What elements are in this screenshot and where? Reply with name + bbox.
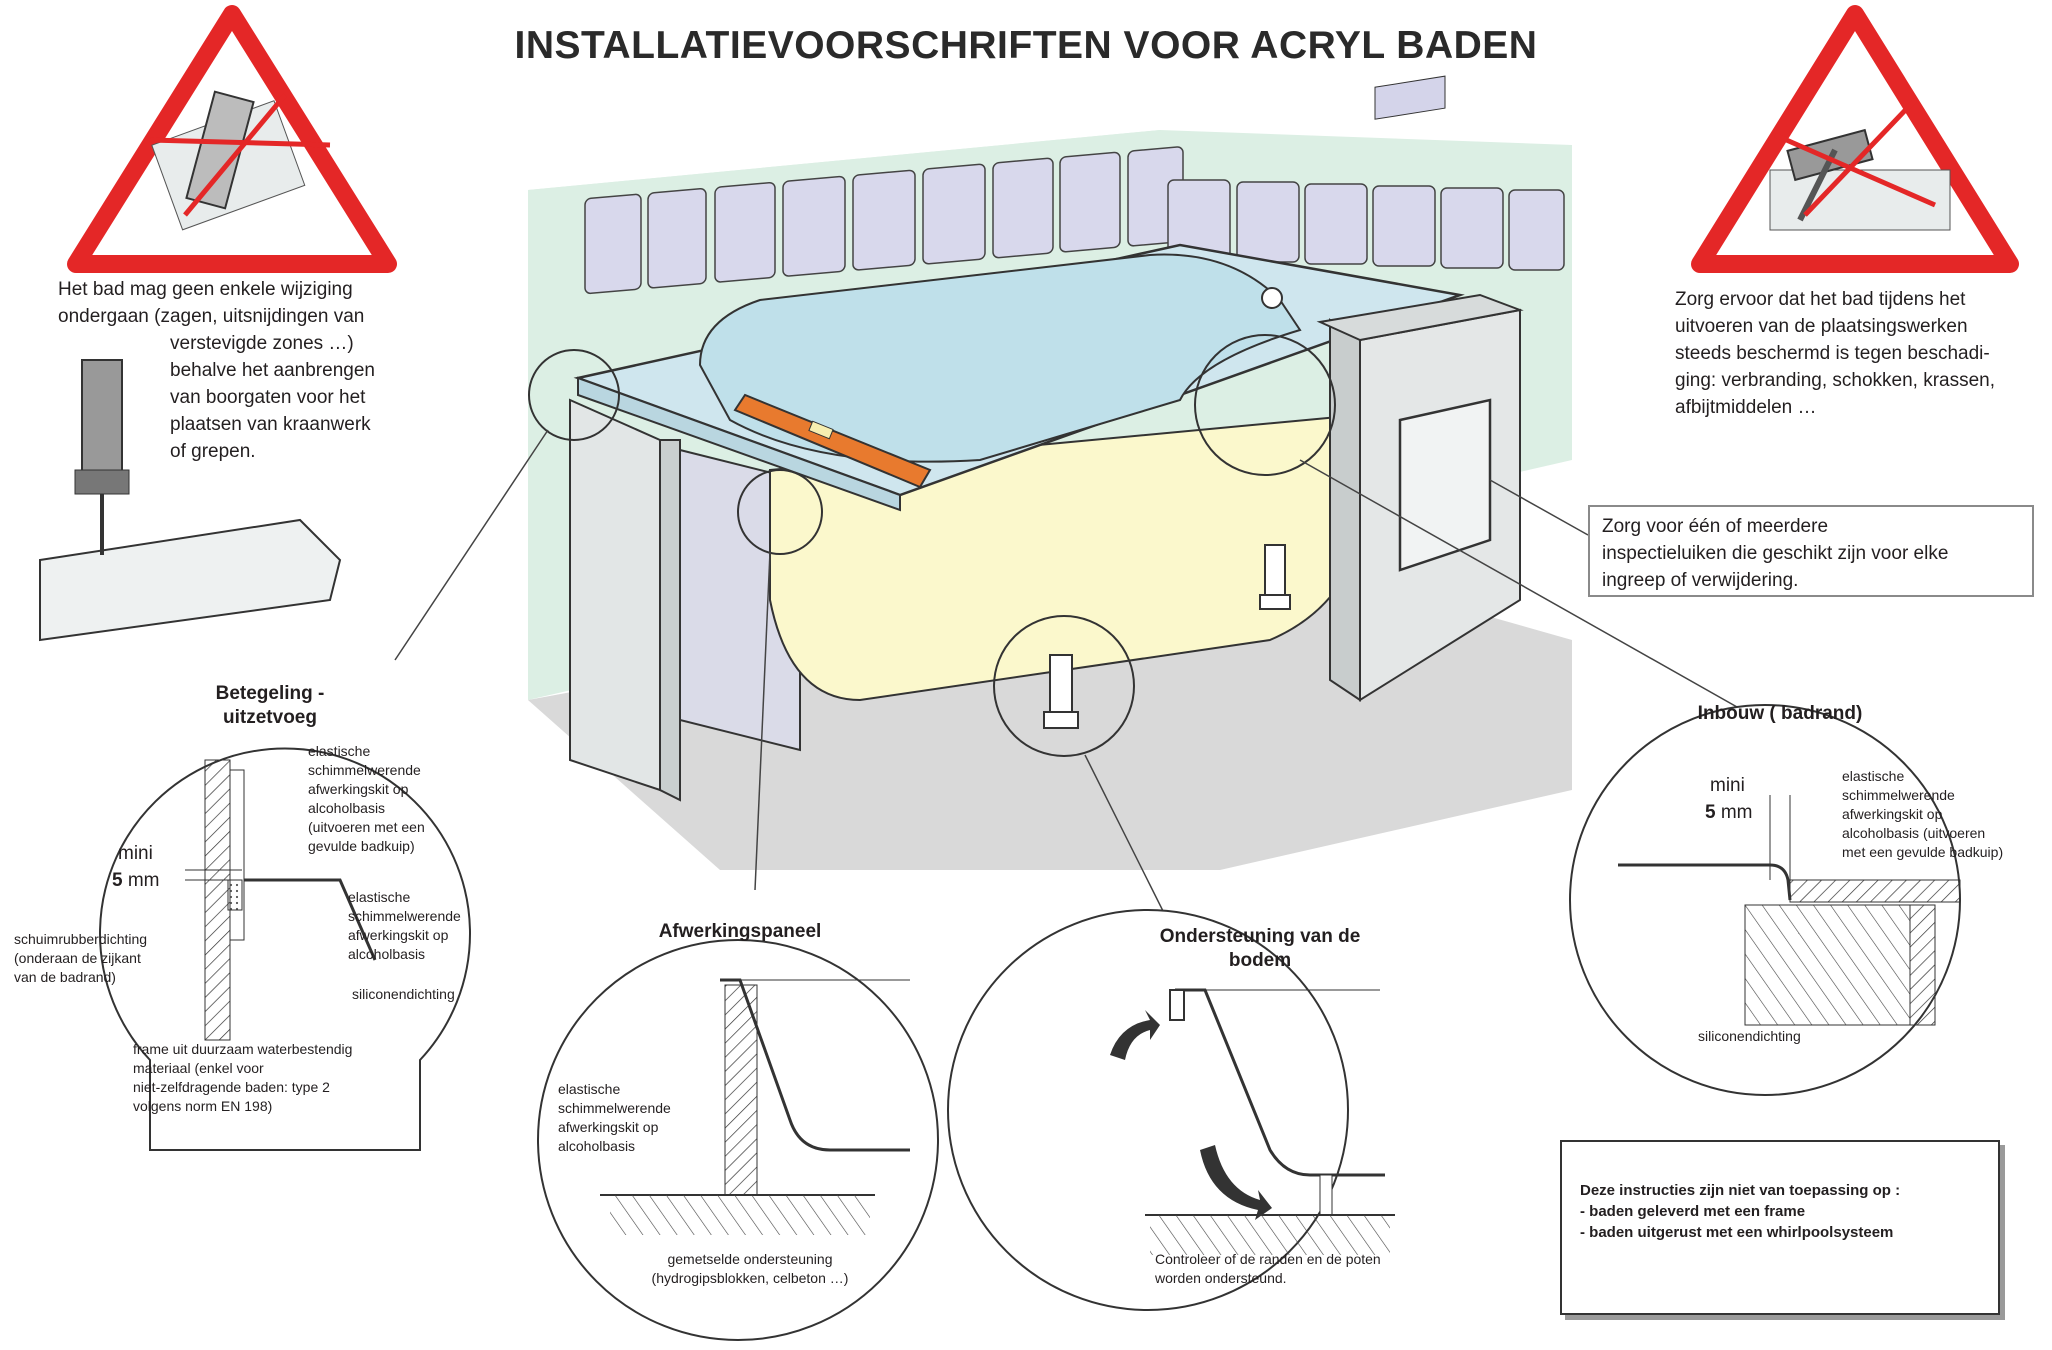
tiling-sealant-line: (uitvoeren met een <box>308 819 425 835</box>
bath-feet <box>1043 544 1291 729</box>
built-in-silicone-label: siliconendichting <box>1698 1028 1801 1044</box>
inspection-line: Zorg voor één of meerdere <box>1602 516 1829 537</box>
tiling-frame-label: frame uit duurzaam waterbestendig materi… <box>133 1040 413 1116</box>
exclusions-line: - baden geleverd met een frame <box>1580 1203 1806 1220</box>
warning-left-line: van boorgaten voor het <box>170 387 366 408</box>
leader-lines <box>394 429 1761 926</box>
exclusions-line: - baden uitgerust met een whirlpoolsyste… <box>1580 1224 1894 1241</box>
tiling-frame-line: niet-zelfdragende baden: type 2 <box>133 1079 330 1095</box>
floor-check-line: worden ondersteund. <box>1155 1270 1287 1286</box>
tiling-sealant-top: elastische schimmelwerende afwerkingskit… <box>308 742 458 856</box>
built-in-sealant-line: met een gevulde badkuip) <box>1842 844 2004 860</box>
warning-left-line: plaatsen van kraanwerk <box>170 414 371 435</box>
left-support-wall <box>569 398 661 792</box>
tiling-frame-line: frame uit duurzaam waterbestendig <box>133 1041 353 1057</box>
tiling-sealant-line: afwerkingskit op <box>348 927 449 943</box>
tiling-sealant-line: alcoholbasis <box>348 946 426 962</box>
inspection-line: ingreep of verwijdering. <box>1602 570 1799 591</box>
warning-right-line: ging: verbranding, schokken, krassen, <box>1675 370 1996 391</box>
detail-markers <box>528 334 1336 757</box>
tiling-foam-line: schuimrubberdichting <box>14 931 148 947</box>
floor-heading-line: Ondersteuning van de <box>1159 926 1361 947</box>
built-in-sealant-line: afwerkingskit op <box>1842 806 1943 822</box>
tiling-frame-line: volgens norm EN 198) <box>133 1098 273 1114</box>
detail-tiling <box>99 747 471 1151</box>
tiling-sealant-line: gevulde badkuip) <box>308 838 415 854</box>
tiling-foam-line: (onderaan de zijkant <box>14 950 141 966</box>
panel-support-label: gemetselde ondersteuning (hydrogipsblokk… <box>620 1250 880 1288</box>
tiling-heading-line: uitzetvoeg <box>223 707 317 728</box>
tiling-sealant-mid: elastische schimmelwerende afwerkingskit… <box>348 888 488 964</box>
panel-sealant-line: elastische <box>558 1081 621 1097</box>
tiling-gap-value: 5 <box>112 870 123 891</box>
warning-left-line: verstevigde zones …) <box>170 333 354 354</box>
panel-heading: Afwerkingspaneel <box>658 921 822 942</box>
warning-right-line: steeds beschermd is tegen beschadi- <box>1675 343 1990 364</box>
warning-right-line: afbijtmiddelen … <box>1675 397 1817 418</box>
spirit-level <box>733 393 932 489</box>
built-in-sealant-label: elastische schimmelwerende afwerkingskit… <box>1842 767 2042 862</box>
exclusions-note: Deze instructies zijn niet van toepassin… <box>1560 1140 2000 1315</box>
inspection-line: inspectieluiken die geschikt zijn voor e… <box>1602 543 1949 564</box>
detail-panel <box>537 939 939 1341</box>
warning-left-line: ondergaan (zagen, uitsnijdingen van <box>58 306 365 327</box>
warning-right-line: uitvoeren van de plaatsingswerken <box>1675 316 1968 337</box>
bath-drain <box>1261 287 1283 309</box>
tiling-heading-line: Betegeling - <box>215 683 325 704</box>
tiling-mini-label: mini <box>118 843 153 864</box>
tiling-sealant-line: alcoholbasis <box>308 800 386 816</box>
built-in-gap-value: 5 <box>1705 802 1716 823</box>
exclusions-line: Deze instructies zijn niet van toepassin… <box>1580 1182 1901 1199</box>
warning-left-line: behalve het aanbrengen <box>170 360 375 381</box>
built-in-sealant-line: elastische <box>1842 768 1905 784</box>
inspection-hatch-note: Zorg voor één of meerdere inspectieluike… <box>1588 505 2034 597</box>
tiling-sealant-line: elastische <box>308 743 371 759</box>
built-in-heading: Inbouw ( badrand) <box>1697 703 1863 724</box>
floor-heading-line: bodem <box>1228 950 1292 971</box>
built-in-sealant-line: schimmelwerende <box>1842 787 1955 803</box>
drill-icon <box>39 359 342 642</box>
wall-tiles <box>584 146 1565 295</box>
page-title: INSTALLATIEVOORSCHRIFTEN VOOR ACRYL BADE… <box>514 24 1538 67</box>
no-sawing-warning-icon <box>67 5 397 273</box>
tiling-sealant-line: elastische <box>348 889 411 905</box>
panel-sealant-line: alcoholbasis <box>558 1138 636 1154</box>
panel-support-line: gemetselde ondersteuning <box>667 1251 833 1267</box>
tiling-silicone-label: siliconendichting <box>352 986 455 1002</box>
tiling-sealant-line: afwerkingskit op <box>308 781 409 797</box>
warning-left-text: Het bad mag geen enkele wijziging onderg… <box>58 276 408 465</box>
floor-heading: Ondersteuning van de bodem <box>1150 925 1370 973</box>
built-in-sealant-line: alcoholbasis (uitvoeren <box>1842 825 1986 841</box>
tiling-sealant-line: schimmelwerende <box>348 908 461 924</box>
floor-check-line: Controleer of de randen en de poten <box>1155 1251 1381 1267</box>
floor-check-label: Controleer of de randen en de poten word… <box>1155 1250 1435 1288</box>
built-in-gap-dimension: 5 mm <box>1705 802 1753 824</box>
panel-sealant-line: afwerkingskit op <box>558 1119 659 1135</box>
no-hammer-warning-icon <box>1691 5 2019 273</box>
panel-sealant-label: elastische schimmelwerende afwerkingskit… <box>558 1080 698 1156</box>
tiling-sealant-line: schimmelwerende <box>308 762 421 778</box>
tiling-foam-line: van de badrand) <box>14 969 116 985</box>
tiling-frame-line: materiaal (enkel voor <box>133 1060 264 1076</box>
built-in-mini-label: mini <box>1710 775 1745 796</box>
panel-support-line: (hydrogipsblokken, celbeton …) <box>651 1270 849 1286</box>
built-in-gap-unit: mm <box>1720 802 1753 823</box>
tiling-gap-unit: mm <box>127 870 160 891</box>
detail-floor-support <box>947 909 1395 1311</box>
tiling-heading: Betegeling - uitzetvoeg <box>195 682 345 730</box>
tiling-foam-label: schuimrubberdichting (onderaan de zijkan… <box>14 930 194 987</box>
warning-right-line: Zorg ervoor dat het bad tijdens het <box>1675 289 1966 310</box>
warning-right-text: Zorg ervoor dat het bad tijdens het uitv… <box>1675 286 2035 421</box>
detail-built-in <box>1569 704 1961 1096</box>
inspection-hatch <box>1398 398 1492 572</box>
warning-left-line: Het bad mag geen enkele wijziging <box>58 279 353 300</box>
panel-sealant-line: schimmelwerende <box>558 1100 671 1116</box>
warning-left-line: of grepen. <box>170 441 256 462</box>
room-illustration <box>394 75 1761 926</box>
tiling-gap-dimension: 5 mm <box>112 870 160 892</box>
